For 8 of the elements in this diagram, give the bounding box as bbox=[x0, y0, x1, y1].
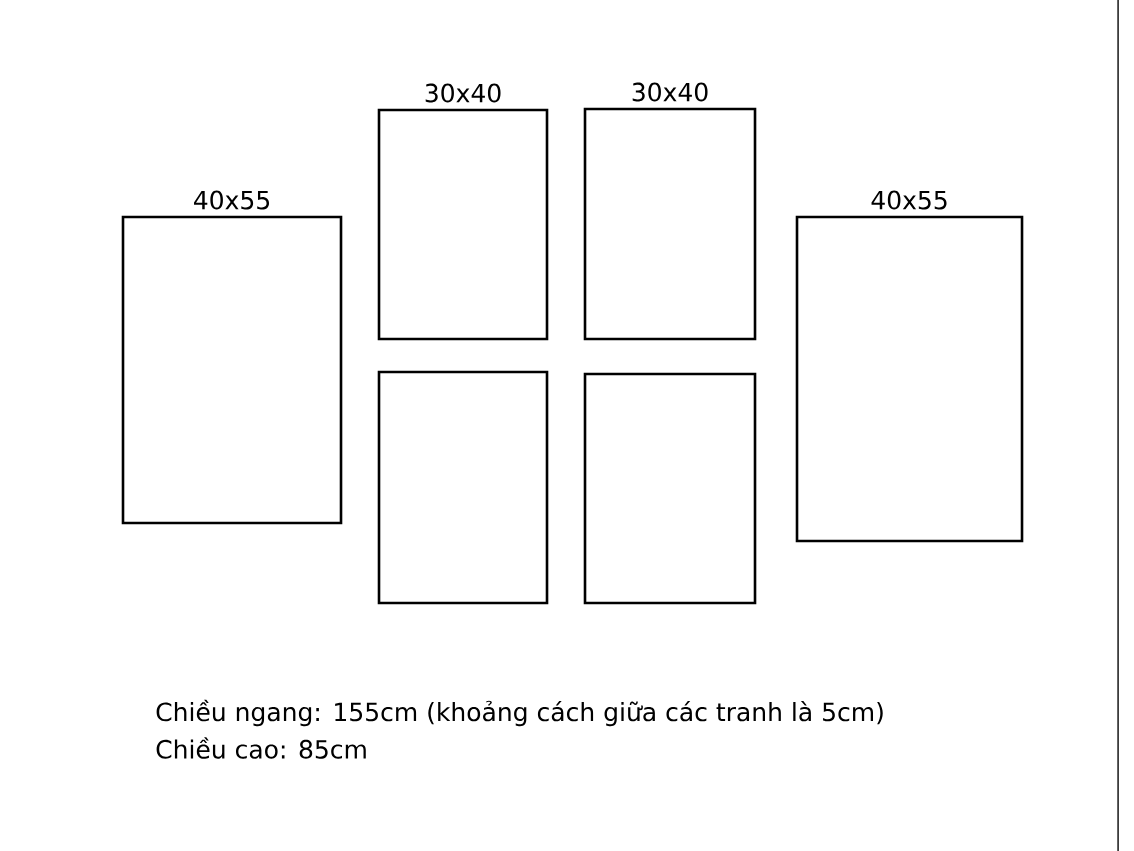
size-label: 40x55 bbox=[194, 190, 269, 210]
size-label: 40x55 bbox=[871, 190, 947, 210]
picture-frame bbox=[377, 370, 549, 605]
picture-frame bbox=[583, 372, 757, 605]
size-label: 30x40 bbox=[632, 82, 708, 102]
note-text: Chiều cao: 85cm bbox=[156, 737, 366, 759]
note-text: Chiều ngang: 155cm (khoảng cách giữa các tranh là 5cm) bbox=[156, 699, 883, 727]
size-label: 30x40 bbox=[425, 83, 501, 103]
